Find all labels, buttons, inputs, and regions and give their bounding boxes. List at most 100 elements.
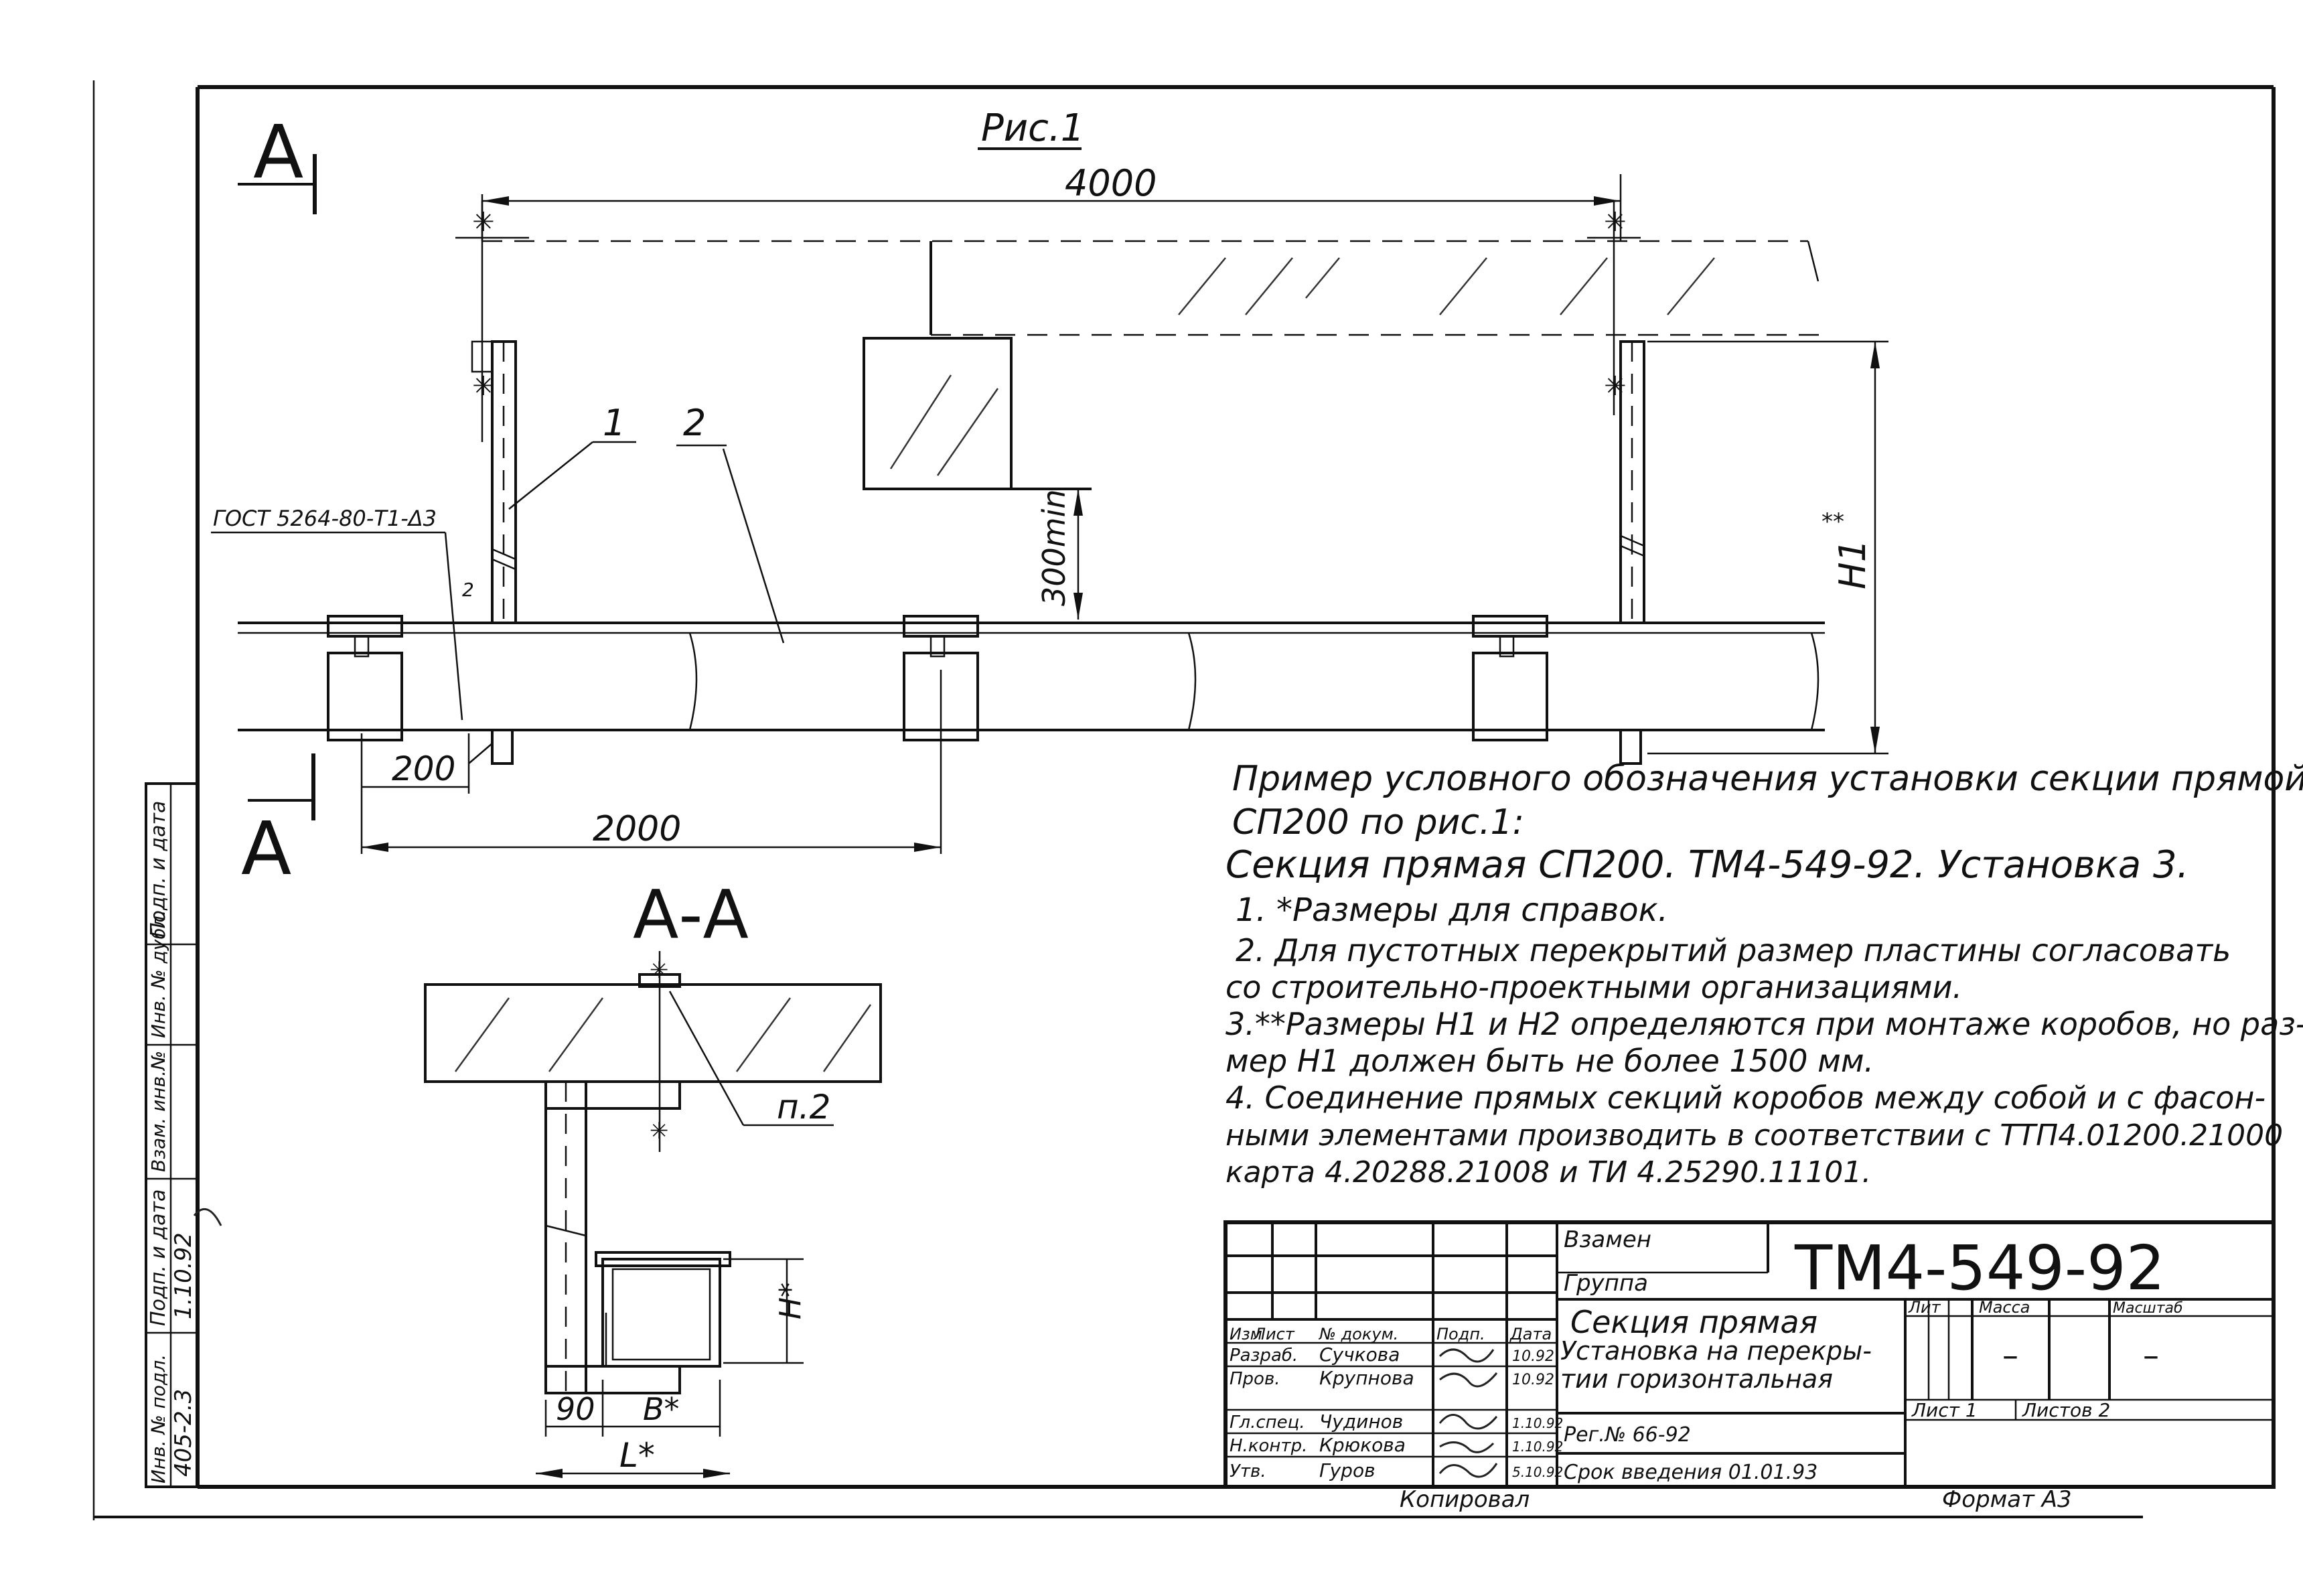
note-item-4c: карта 4.20288.21008 и ТИ 4.25290.11101. (1225, 1155, 1871, 1189)
hanger-left: ✳ ✳ (455, 201, 529, 624)
section-offset-text: 90 (556, 1391, 595, 1427)
tb-scale-value: – (2143, 1337, 2159, 1374)
section-marker-letter: А (253, 109, 303, 195)
callouts: 1 2 ГОСТ 5264-80-Т1-Δ3 2 (211, 402, 785, 721)
callout-part2: 2 (683, 402, 706, 444)
tb-name-1: Сучкова (1319, 1344, 1400, 1366)
tb-doc-code: ТМ4-549-92 (1794, 1232, 2165, 1304)
note-designation: Секция прямая СП200. ТМ4-549-92. Установ… (1225, 843, 2188, 887)
title-block: Взамен Группа ТМ4-549-92 Изм Лист № доку… (1223, 1220, 2276, 1489)
tb-role-2: Пров. (1230, 1369, 1280, 1389)
tb-role-3: Гл.спец. (1230, 1412, 1305, 1433)
figure-label-text: Рис.1 (981, 106, 1084, 150)
svg-text:✳: ✳ (1604, 207, 1627, 238)
section-marker-letter-2: А (241, 806, 291, 891)
hanger-right: ✳ ✳ (1587, 201, 1645, 624)
tb-title-3: тии горизонтальная (1560, 1364, 1833, 1394)
side-stamp-col1: Подп. и дата (147, 801, 170, 938)
tb-header-sign: Подп. (1436, 1325, 1485, 1344)
notes-block: Пример условного обозначения установки с… (1225, 759, 2303, 1189)
svg-text:✳: ✳ (650, 957, 669, 984)
dimension-offset-text: 200 (392, 749, 455, 788)
section-marker-top: А (238, 109, 317, 214)
tb-name-4: Крюкова (1319, 1434, 1406, 1456)
tb-date-1: 10.92 (1512, 1348, 1554, 1365)
tb-col-scale: Масштаб (2113, 1300, 2183, 1317)
tb-title-1: Секция прямая (1570, 1304, 1817, 1340)
tb-date-5: 5.10.92 (1512, 1464, 1563, 1480)
dimension-clearance: 300min (1036, 489, 1083, 620)
beam-block (863, 337, 1092, 490)
tb-col-lit: Лит (1908, 1298, 1941, 1317)
callout-weld-mark: 2 (462, 579, 474, 601)
svg-text:✳: ✳ (472, 371, 495, 402)
tb-role-5: Утв. (1230, 1461, 1266, 1481)
tb-date-2: 10.92 (1512, 1372, 1554, 1388)
dimension-offset: 200 (360, 733, 493, 854)
dimension-spacing: 2000 (362, 670, 942, 854)
tb-date-3: 1.10.92 (1512, 1415, 1563, 1431)
tb-name-2: Крупнова (1319, 1367, 1414, 1389)
dimension-h1-marks: ** (1822, 508, 1844, 535)
note-example-line1: Пример условного обозначения установки с… (1232, 759, 2303, 799)
section-note-ref: п.2 (777, 1088, 830, 1127)
dimension-h1-text: H1 (1832, 539, 1874, 589)
tb-role-4: Н.контр. (1230, 1436, 1307, 1456)
tb-header-izm: Изм (1230, 1325, 1262, 1344)
note-item-4: 4. Соединение прямых секций коробов межд… (1225, 1080, 2265, 1116)
tb-sheet: Лист 1 (1911, 1399, 1978, 1421)
tb-intro-date: Срок введения 01.01.93 (1564, 1461, 1817, 1484)
dimension-spacing-text: 2000 (593, 809, 681, 849)
note-item-2: 2. Для пустотных перекрытий размер пласт… (1236, 932, 2231, 968)
tb-sheets: Листов 2 (2022, 1399, 2110, 1421)
note-item-3b: мер H1 должен быть не более 1500 мм. (1225, 1043, 1874, 1079)
tb-date-4: 1.10.92 (1512, 1439, 1563, 1455)
note-item-1: 1. *Размеры для справок. (1236, 891, 1668, 929)
tb-name-5: Гуров (1319, 1459, 1376, 1481)
tb-role-1: Разраб. (1230, 1346, 1298, 1366)
figure-label: Рис.1 (978, 106, 1084, 150)
side-stamp-col3: Взам. инв.№ (147, 1051, 169, 1172)
callout-part1: 1 (603, 402, 625, 444)
side-stamp-date: 1.10.92 (170, 1232, 197, 1319)
callout-bolt-standard: ГОСТ 5264-80-Т1-Δ3 (213, 506, 437, 531)
tb-col-mass: Масса (1979, 1298, 2030, 1317)
footer: Копировал Формат А3 (1400, 1486, 2072, 1513)
dimension-span-text: 4000 (1065, 162, 1157, 204)
note-example-line2: СП200 по рис.1: (1232, 802, 1524, 843)
side-stamp-inv: 405-2.3 (170, 1389, 197, 1477)
section-l-text: L* (619, 1436, 655, 1475)
section-b-text: B* (643, 1391, 680, 1427)
ceiling-slab (482, 240, 1822, 336)
svg-text:✳: ✳ (472, 207, 495, 238)
note-item-3: 3.**Размеры H1 и H2 определяются при мон… (1225, 1006, 2303, 1042)
section-marker-bottom: А (241, 753, 315, 891)
dimension-span: 4000 (481, 162, 1622, 241)
dimension-clearance-text: 300min (1036, 489, 1072, 606)
svg-text:✳: ✳ (1604, 371, 1627, 402)
tb-header-doc: № докум. (1318, 1325, 1398, 1344)
sheet-frame (92, 80, 2276, 1520)
svg-text:✳: ✳ (650, 1118, 669, 1145)
note-item-4b: ными элементами производить в соответств… (1225, 1118, 2283, 1153)
footer-copied: Копировал (1400, 1486, 1530, 1513)
dimension-h1: H1 ** (1647, 340, 1888, 755)
section-view: А-А ✳ ✳ п.2 H* 90 B* L* (424, 875, 882, 1478)
side-stamp: Подп. и дата Инв. № дубл. Взам. инв.№ По… (145, 782, 222, 1488)
tb-header-list: Лист (1253, 1325, 1295, 1344)
note-item-2b: со строительно-проектными организациями. (1225, 969, 1962, 1005)
footer-format: Формат А3 (1942, 1486, 2072, 1513)
side-stamp-col2: Инв. № дубл. (147, 910, 169, 1038)
tb-header-date: Дата (1509, 1325, 1552, 1344)
section-h-text: H* (773, 1283, 808, 1319)
section-title: А-А (633, 875, 749, 954)
side-stamp-col4: Подп. и дата (147, 1189, 170, 1326)
tb-reg-no: Рег.№ 66-92 (1564, 1423, 1691, 1447)
tb-name-3: Чудинов (1319, 1410, 1403, 1433)
tb-group: Группа (1564, 1270, 1648, 1297)
tb-title-2: Установка на перекры- (1560, 1336, 1872, 1366)
tb-mass-value: – (2002, 1337, 2018, 1374)
side-stamp-col5: Инв. № подл. (147, 1354, 169, 1483)
tb-replaces: Взамен (1564, 1226, 1651, 1253)
